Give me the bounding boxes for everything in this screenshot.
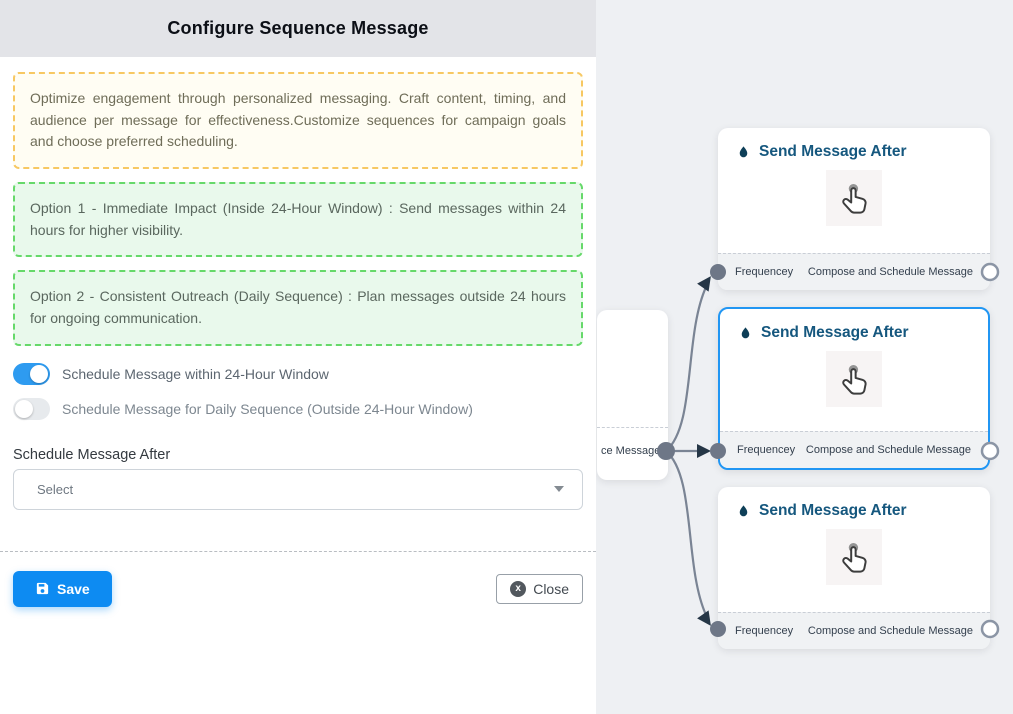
edge-arrowhead <box>697 610 711 626</box>
toggle-24hour-label: Schedule Message within 24-Hour Window <box>62 365 329 382</box>
toggle-daily-sequence[interactable] <box>13 397 50 420</box>
tap-hand-icon <box>842 184 867 214</box>
caret-down-icon <box>554 486 564 493</box>
send-message-node-3[interactable]: Send Message After Frequencey Compose an… <box>718 487 990 649</box>
tap-hand-icon <box>842 365 867 395</box>
save-button-label: Save <box>57 580 90 597</box>
node-tap-target[interactable] <box>826 170 882 226</box>
frequency-tab[interactable]: Frequencey <box>735 266 794 278</box>
option2-message-box: Option 2 - Consistent Outreach (Daily Se… <box>13 270 583 346</box>
circle-x-icon: x <box>510 580 527 597</box>
schedule-after-label: Schedule Message After <box>13 446 171 463</box>
send-message-node-2-selected[interactable]: Send Message After Frequencey Compose an… <box>718 307 990 470</box>
node-title-row: Send Message After <box>718 487 990 524</box>
footer-divider <box>0 550 596 552</box>
node-footer: Frequencey Compose and Schedule Message <box>718 612 990 649</box>
node-footer: Frequencey Compose and Schedule Message <box>720 431 988 468</box>
edge-arrowhead <box>697 444 711 458</box>
edge-arrowhead <box>697 276 711 292</box>
node-title-row: Send Message After <box>718 128 990 165</box>
tap-hand-icon <box>842 543 867 573</box>
close-button[interactable]: x Close <box>496 573 583 604</box>
panel-footer: Save x Close <box>0 570 596 607</box>
droplet-icon <box>739 145 748 157</box>
node-divider <box>597 427 668 428</box>
close-button-label: Close <box>533 580 569 597</box>
select-value: Select <box>37 481 74 497</box>
panel-body: Optimize engagement through personalized… <box>0 72 596 510</box>
droplet-icon <box>741 326 750 338</box>
floppy-disk-icon <box>36 583 49 595</box>
frequency-tab[interactable]: Frequencey <box>735 625 794 637</box>
node-tap-target[interactable] <box>826 529 882 585</box>
flow-canvas: ce Message Send Message After Frequencey… <box>596 0 1013 714</box>
frequency-tab[interactable]: Frequencey <box>737 444 796 456</box>
schedule-after-select[interactable]: Select <box>13 468 583 510</box>
toggle-knob <box>30 364 48 383</box>
configure-sequence-panel: Configure Sequence Message Optimize enga… <box>0 0 596 714</box>
node-title: Send Message After <box>759 502 907 519</box>
toggle-row-daily: Schedule Message for Daily Sequence (Out… <box>13 397 583 420</box>
node-tap-target[interactable] <box>826 351 882 407</box>
send-message-node-1[interactable]: Send Message After Frequencey Compose an… <box>718 128 990 290</box>
toggle-knob <box>15 399 33 418</box>
save-button[interactable]: Save <box>13 570 112 607</box>
source-node-partial[interactable]: ce Message <box>597 310 668 480</box>
node-title: Send Message After <box>761 324 909 341</box>
compose-schedule-tab[interactable]: Compose and Schedule Message <box>805 444 971 456</box>
droplet-icon <box>739 504 748 516</box>
info-message-box: Optimize engagement through personalized… <box>13 72 583 170</box>
toggle-row-24hour: Schedule Message within 24-Hour Window <box>13 362 583 385</box>
node-footer: Frequencey Compose and Schedule Message <box>718 253 990 290</box>
toggle-24hour-window[interactable] <box>13 362 50 385</box>
compose-schedule-tab[interactable]: Compose and Schedule Message <box>807 625 973 637</box>
page-title: Configure Sequence Message <box>167 18 429 38</box>
panel-header: Configure Sequence Message <box>0 0 596 57</box>
source-node-label: ce Message <box>601 445 661 457</box>
compose-schedule-tab[interactable]: Compose and Schedule Message <box>807 266 973 278</box>
node-title: Send Message After <box>759 143 907 160</box>
node-title-row: Send Message After <box>720 309 988 346</box>
toggle-daily-label: Schedule Message for Daily Sequence (Out… <box>62 400 473 417</box>
option1-message-box: Option 1 - Immediate Impact (Inside 24-H… <box>13 182 583 258</box>
